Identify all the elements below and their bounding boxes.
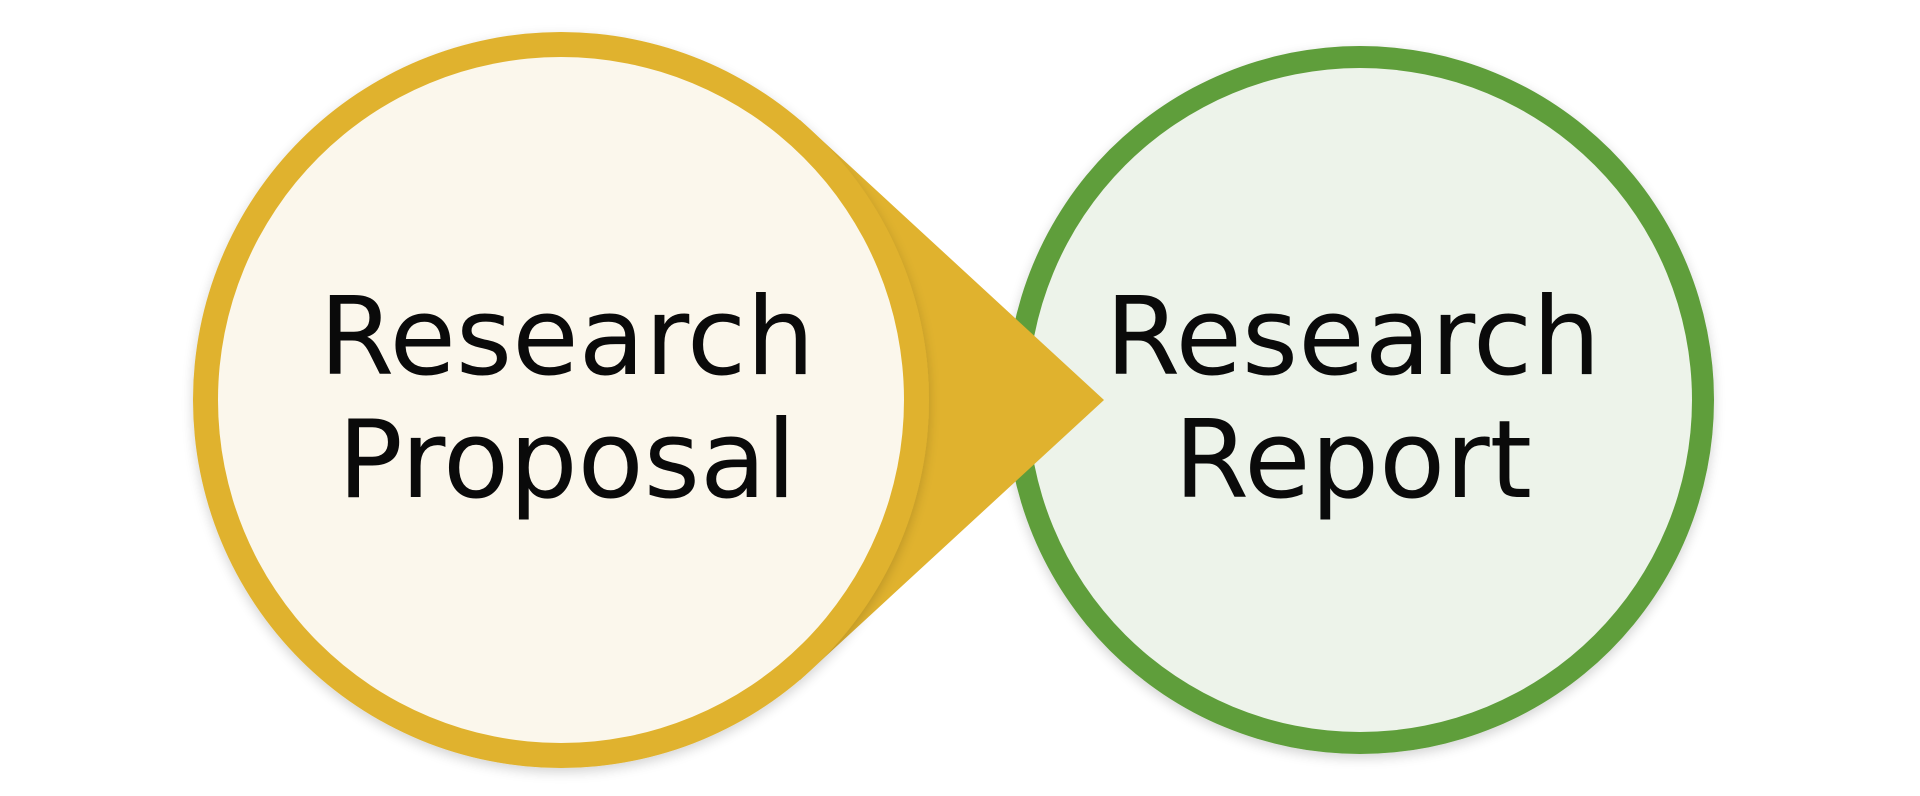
proposal-label-line1: Research <box>319 275 814 400</box>
proposal-circle-fill <box>218 57 904 743</box>
report-label-line1: Research <box>1105 275 1600 400</box>
proposal-node <box>193 32 1104 768</box>
report-node <box>1006 46 1714 754</box>
report-circle-fill <box>1028 68 1692 732</box>
report-label-line2: Report <box>1174 398 1532 523</box>
proposal-label-line2: Proposal <box>338 398 796 523</box>
